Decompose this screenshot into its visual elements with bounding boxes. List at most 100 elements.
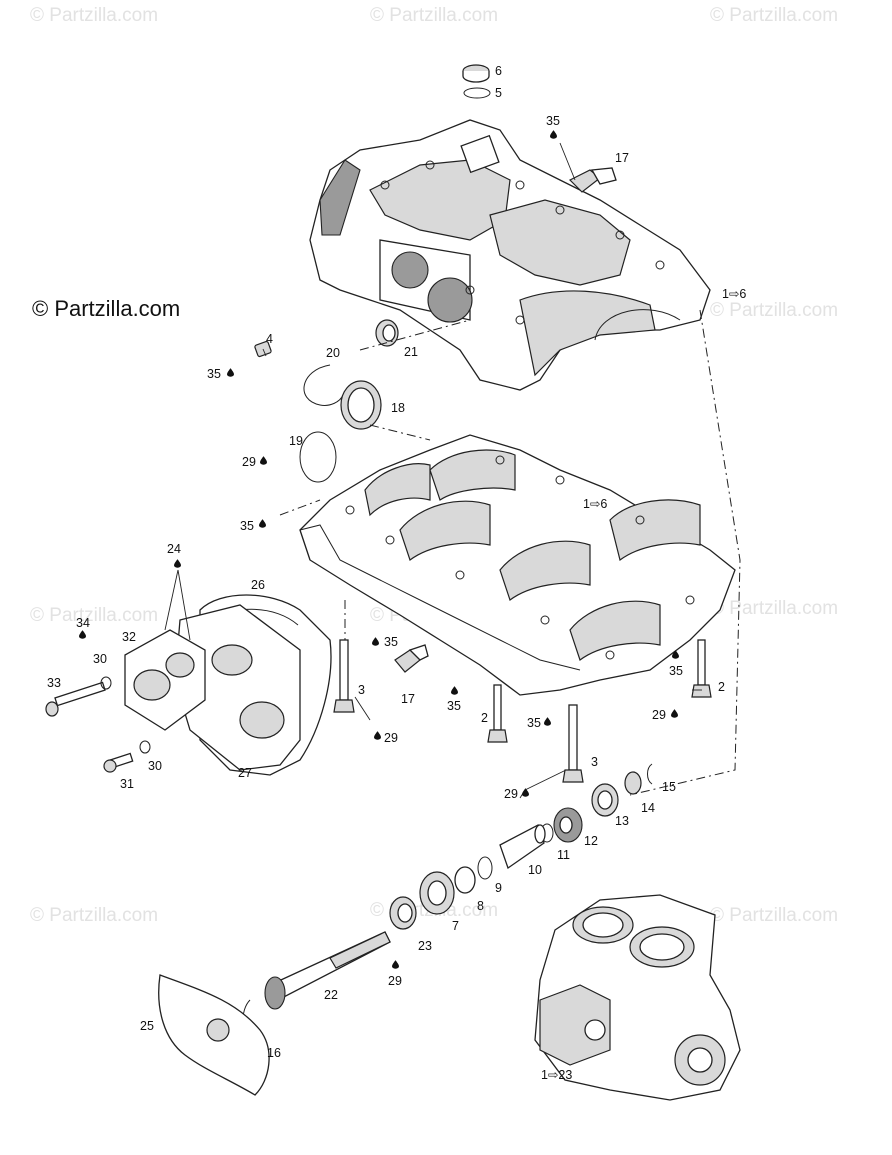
oil-drop-icon — [374, 731, 381, 740]
watermark-mid-right: © Partzilla.com — [710, 300, 839, 321]
callout-12: 12 — [584, 834, 598, 848]
callout-29-c: 29 — [652, 708, 666, 722]
dash-line-5 — [369, 424, 431, 441]
oil-drop-icon — [259, 519, 266, 528]
oil-drop-icon — [550, 130, 557, 139]
callout-5: 5 — [495, 86, 502, 100]
callout-14: 14 — [641, 801, 655, 815]
callouts: 6 5 35 17 1⇨6 4 35 20 21 18 19 29 35 1⇨6… — [47, 64, 746, 1082]
callout-4: 4 — [266, 332, 273, 346]
watermark-bottom-left: © Partzilla.com — [30, 905, 159, 926]
oil-drop-icon — [260, 456, 267, 465]
washer-14 — [624, 771, 642, 795]
callout-35-a: 35 — [546, 114, 560, 128]
callout-6: 6 — [495, 64, 502, 78]
callout-29-b: 29 — [384, 731, 398, 745]
callout-17-a: 17 — [615, 151, 629, 165]
callout-16: 16 — [267, 1046, 281, 1060]
callout-35-d: 35 — [384, 635, 398, 649]
callout-32: 32 — [122, 630, 136, 644]
callout-2-a: 2 — [481, 711, 488, 725]
sleeve-10 — [499, 824, 546, 870]
callout-18: 18 — [391, 401, 405, 415]
callout-11: 11 — [557, 848, 570, 862]
seal-21 — [375, 319, 399, 347]
callout-25: 25 — [140, 1019, 154, 1033]
callout-10: 10 — [528, 863, 542, 877]
oil-drop-icon — [79, 630, 86, 639]
callout-17-b: 17 — [401, 692, 415, 706]
bolt-3-mid — [562, 704, 584, 783]
dash-line-4 — [279, 499, 321, 516]
callout-35-g: 35 — [669, 664, 683, 678]
oil-drop-icon — [522, 788, 529, 797]
gear-12 — [553, 807, 583, 843]
ring-20 — [303, 364, 344, 406]
dash-line-2 — [629, 309, 741, 796]
callout-29-d: 29 — [504, 787, 518, 801]
callout-1-23: 1⇨23 — [541, 1068, 572, 1082]
bolt-2-mid — [487, 684, 508, 743]
oil-drop-icon — [392, 960, 399, 969]
callout-35-e: 35 — [447, 699, 461, 713]
seal-23 — [389, 896, 417, 930]
callout-3-b: 3 — [591, 755, 598, 769]
dash-line-1 — [359, 319, 471, 351]
callout-30-b: 30 — [148, 759, 162, 773]
callout-29-a: 29 — [242, 455, 256, 469]
callout-35-c: 35 — [240, 519, 254, 533]
oil-drop-icon — [174, 559, 181, 568]
callout-19: 19 — [289, 434, 303, 448]
callout-27: 27 — [238, 766, 252, 780]
bolt-2-right — [691, 639, 712, 698]
callout-33: 33 — [47, 676, 61, 690]
watermark-top-left: © Partzilla.com — [30, 5, 159, 26]
callout-7: 7 — [452, 919, 459, 933]
callout-29-e: 29 — [388, 974, 402, 988]
bolt-33 — [45, 681, 106, 717]
clip-9 — [477, 856, 493, 880]
fitting-17-bottom — [394, 644, 429, 673]
watermark-main: © Partzilla.com — [32, 296, 181, 321]
callout-31: 31 — [120, 777, 134, 791]
o-ring-5 — [463, 87, 491, 99]
upper-crankcase — [309, 119, 711, 391]
callout-26: 26 — [251, 578, 265, 592]
ring-19 — [299, 431, 337, 483]
oil-drop-icon — [671, 709, 678, 718]
callout-9: 9 — [495, 881, 502, 895]
watermark-bottom-right: © Partzilla.com — [710, 905, 839, 926]
callout-1-6-b: 1⇨6 — [583, 497, 607, 511]
gasket-32 — [124, 629, 206, 731]
callout-23: 23 — [418, 939, 432, 953]
oil-drop-icon — [227, 368, 234, 377]
callout-1-6-a: 1⇨6 — [722, 287, 746, 301]
callout-21: 21 — [404, 345, 418, 359]
callout-30-a: 30 — [93, 652, 107, 666]
watermark-mid-right-2: © Partzilla.com — [710, 598, 839, 619]
screw-31 — [103, 752, 134, 773]
fitting-17-top — [568, 167, 617, 193]
callout-34: 34 — [76, 616, 90, 630]
washer-30-bottom — [139, 740, 151, 754]
callout-13: 13 — [615, 814, 629, 828]
bearing-18 — [340, 380, 382, 430]
cap-6 — [462, 64, 490, 83]
clip-15 — [647, 763, 653, 785]
callout-8: 8 — [477, 899, 484, 913]
washer-8 — [454, 866, 476, 894]
lower-crankcase — [299, 434, 736, 696]
callout-35-f: 35 — [527, 716, 541, 730]
watermark-top-right: © Partzilla.com — [710, 5, 839, 26]
callout-3-a: 3 — [358, 683, 365, 697]
callout-35-b: 35 — [207, 367, 221, 381]
shaft-22 — [269, 931, 391, 1001]
gear-shaft-end — [264, 976, 286, 1010]
watermark-top-center: © Partzilla.com — [370, 5, 499, 26]
oil-drop-icon — [451, 686, 458, 695]
callout-24: 24 — [167, 542, 181, 556]
leader-lines — [164, 142, 702, 799]
bolt-3-left — [333, 639, 355, 713]
